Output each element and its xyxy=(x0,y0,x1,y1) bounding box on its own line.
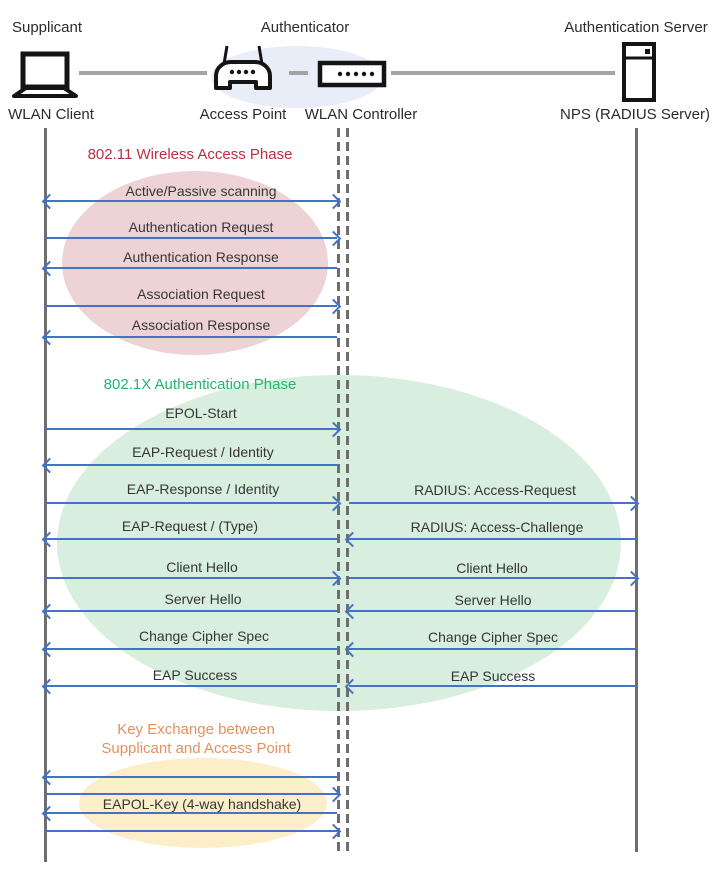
access-point-icon xyxy=(214,45,272,90)
message-label: Change Cipher Spec xyxy=(139,628,269,644)
arrow-eapol-key-4-right xyxy=(46,830,337,832)
arrow-client-hello-left-span xyxy=(46,577,337,579)
message-label: EAP-Request / (Type) xyxy=(121,518,259,534)
message-label: EPOL-Start xyxy=(165,405,237,421)
arrow-eap-request-type-left xyxy=(46,538,337,540)
message-label: Server Hello xyxy=(454,592,532,608)
arrow-assoc-response-left xyxy=(46,336,337,338)
arrow-eapol-key-2-right xyxy=(46,793,337,795)
arrow-assoc-request-right xyxy=(46,305,337,307)
arrow-auth-request-right xyxy=(46,237,337,239)
message-label: RADIUS: Access-Challenge xyxy=(410,519,584,535)
arrow-server-hello-left-span xyxy=(46,610,337,612)
message-label: Client Hello xyxy=(166,559,238,575)
arrow-auth-response-left xyxy=(46,267,337,269)
label-wlan-client: WLAN Client xyxy=(8,106,94,123)
role-authenticator: Authenticator xyxy=(260,19,350,36)
connector-controller-server xyxy=(391,71,615,75)
phase3-title-line1: Key Exchange between xyxy=(117,721,275,738)
message-label: Active/Passive scanning xyxy=(125,183,277,199)
arrow-epol-start-right xyxy=(46,428,337,430)
label-access-point: Access Point xyxy=(199,106,287,123)
label-nps: NPS (RADIUS Server) xyxy=(559,106,711,123)
arrow-eap-success-right-span xyxy=(349,685,635,687)
lifeline-authenticator-2 xyxy=(346,128,349,854)
lifeline-supplicant xyxy=(44,128,47,862)
arrow-eap-request-identity-left xyxy=(46,464,337,466)
message-label: Change Cipher Spec xyxy=(428,629,558,645)
phase3-ellipse xyxy=(79,758,327,848)
message-label: Client Hello xyxy=(456,560,528,576)
arrow-change-cipher-left-span xyxy=(46,648,337,650)
message-label: Association Response xyxy=(131,317,271,333)
phase2-title: 802.1X Authentication Phase xyxy=(103,376,297,393)
phase3-title-line2: Supplicant and Access Point xyxy=(101,740,291,757)
message-label: EAPOL-Key (4-way handshake) xyxy=(102,796,302,812)
arrow-client-hello-right-span xyxy=(349,577,635,579)
phase1-title: 802.11 Wireless Access Phase xyxy=(87,146,293,163)
arrow-radius-access-request-right xyxy=(349,502,635,504)
arrow-eapol-key-3-left xyxy=(46,812,337,814)
lifeline-auth-server xyxy=(635,128,638,852)
message-label: EAP Success xyxy=(152,667,238,683)
message-label: EAP Success xyxy=(450,668,536,684)
message-label: Server Hello xyxy=(164,591,242,607)
lifeline-authenticator-1 xyxy=(337,128,340,854)
message-label: EAP-Request / Identity xyxy=(132,444,274,460)
arrow-eapol-key-1-left xyxy=(46,776,337,778)
arrow-server-hello-right-span xyxy=(349,610,635,612)
role-supplicant: Supplicant xyxy=(11,19,83,36)
role-auth-server: Authentication Server xyxy=(564,19,708,36)
arrow-radius-access-challenge-left xyxy=(349,538,635,540)
message-label: EAP-Response / Identity xyxy=(126,481,280,497)
arrow-scanning-both xyxy=(46,200,337,202)
arrow-eap-success-left-span xyxy=(46,685,337,687)
message-label: Authentication Request xyxy=(128,219,274,235)
message-label: Association Request xyxy=(137,286,265,302)
wlan-controller-icon xyxy=(317,60,387,88)
connector-client-ap xyxy=(79,71,207,75)
message-label: Authentication Response xyxy=(123,249,279,265)
message-label: RADIUS: Access-Request xyxy=(414,482,576,498)
arrow-eap-response-identity-right xyxy=(46,502,337,504)
label-wlan-controller: WLAN Controller xyxy=(304,106,418,123)
server-icon xyxy=(622,42,656,102)
arrow-change-cipher-right-span xyxy=(349,648,635,650)
laptop-icon xyxy=(12,51,78,98)
connector-ap-controller xyxy=(289,71,308,75)
